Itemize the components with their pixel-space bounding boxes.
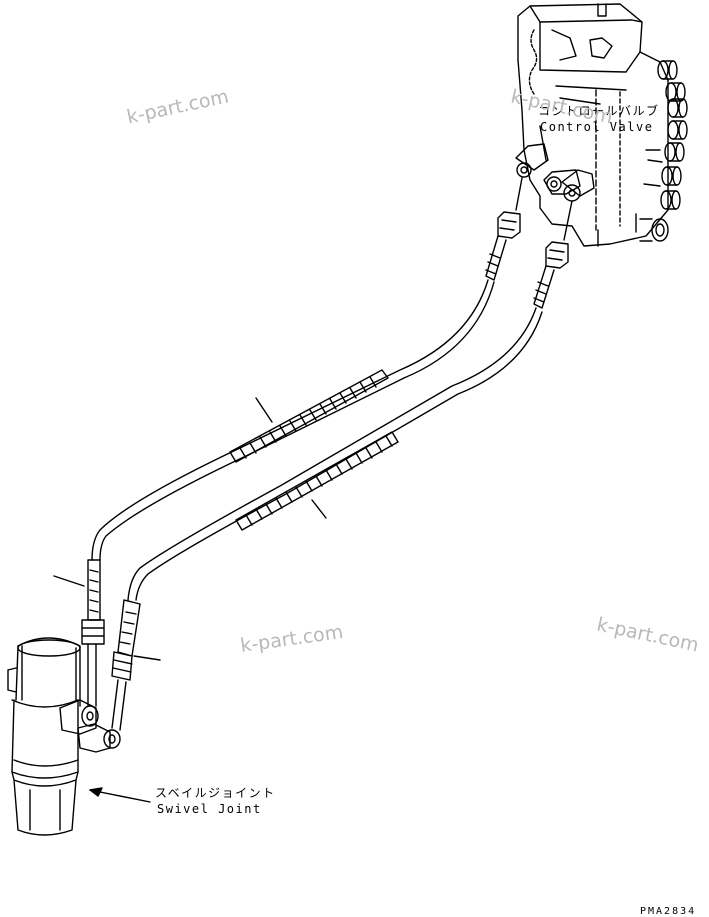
- hose-1-sleeve: [229, 369, 389, 463]
- hose-2: [111, 200, 573, 731]
- leader-lines: [53, 125, 547, 803]
- drawing-code: PMA2834: [640, 906, 697, 917]
- control-valve: [517, 3, 669, 247]
- swivel-joint: [7, 637, 81, 836]
- swivel-fittings: [59, 699, 121, 753]
- control-valve-label-en: Control Valve: [540, 120, 654, 134]
- hose-2-sleeve: [235, 431, 399, 531]
- control-valve-label-jp: コントロールバルブ: [538, 104, 660, 118]
- swivel-joint-label-en: Swivel Joint: [157, 802, 262, 816]
- valve-elbow-fittings: [515, 143, 595, 202]
- valve-ports: [639, 60, 688, 242]
- swivel-joint-label-jp: スベイルジョイント: [155, 786, 276, 800]
- hose-1: [81, 177, 523, 707]
